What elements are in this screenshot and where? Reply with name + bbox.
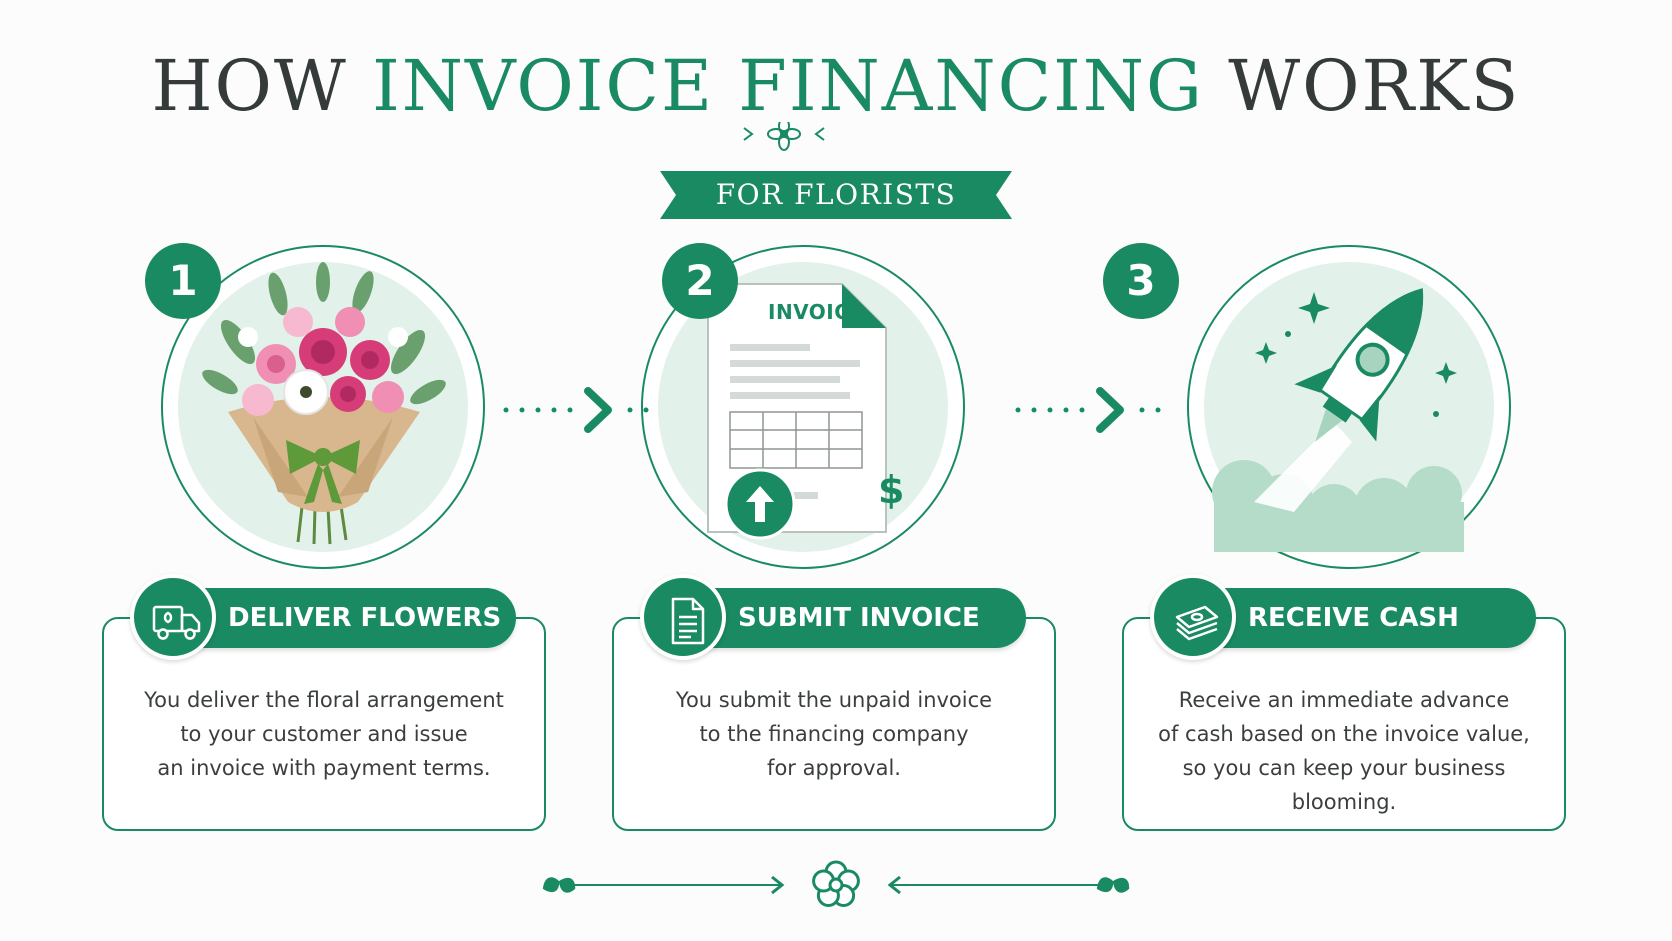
- step-1-description: You deliver the floral arrangement to yo…: [144, 688, 504, 780]
- rocket-launch-image: [1212, 288, 1464, 552]
- step-3-number-badge: 3: [1103, 243, 1179, 319]
- upload-arrow-icon: [724, 468, 796, 540]
- dollar-sign-icon: $: [878, 468, 905, 512]
- connector-arrow-1-2: [503, 387, 649, 433]
- subtitle-ribbon: [660, 171, 1012, 219]
- step-3-icon-badge: [1150, 574, 1236, 660]
- flower-icon: [812, 860, 860, 907]
- step-2-number-badge: 2: [662, 243, 738, 319]
- title-part-3: WORKS: [1203, 45, 1521, 127]
- step-3-label: RECEIVE CASH: [1248, 603, 1459, 633]
- step-2-illustration: [641, 245, 965, 569]
- top-flower-divider: [600, 122, 1084, 151]
- step-2-description: You submit the unpaid invoice to the fin…: [675, 688, 993, 780]
- subtitle-label: FOR FLORISTS: [715, 178, 957, 211]
- title-highlight: INVOICE FINANCING: [372, 45, 1204, 127]
- step-2-icon-badge: [640, 574, 726, 660]
- step-1-icon-badge: [130, 574, 216, 660]
- step-1-label: DELIVER FLOWERS: [228, 603, 502, 633]
- title-part-1: HOW: [151, 45, 373, 127]
- step-2-card: You submit the unpaid invoice to the fin…: [612, 617, 1056, 831]
- connector-arrow-2-3: [1015, 387, 1161, 433]
- step-1-illustration: [161, 245, 485, 569]
- cash-stack-icon: [1175, 605, 1219, 641]
- document-icon: [671, 597, 705, 645]
- page-title: HOW INVOICE FINANCING WORKS: [0, 36, 1672, 136]
- step-3-description: Receive an immediate advance of cash bas…: [1158, 688, 1530, 814]
- bottom-flower-divider: [542, 860, 1130, 907]
- flower-icon: [767, 122, 801, 151]
- step-2-label: SUBMIT INVOICE: [738, 603, 980, 633]
- delivery-truck-icon: [152, 605, 201, 640]
- step-1-number-badge: 1: [145, 243, 221, 319]
- flower-bouquet-image: [202, 262, 446, 545]
- invoice-heading: INVOICE: [768, 300, 864, 324]
- step-3-illustration: [1187, 245, 1511, 569]
